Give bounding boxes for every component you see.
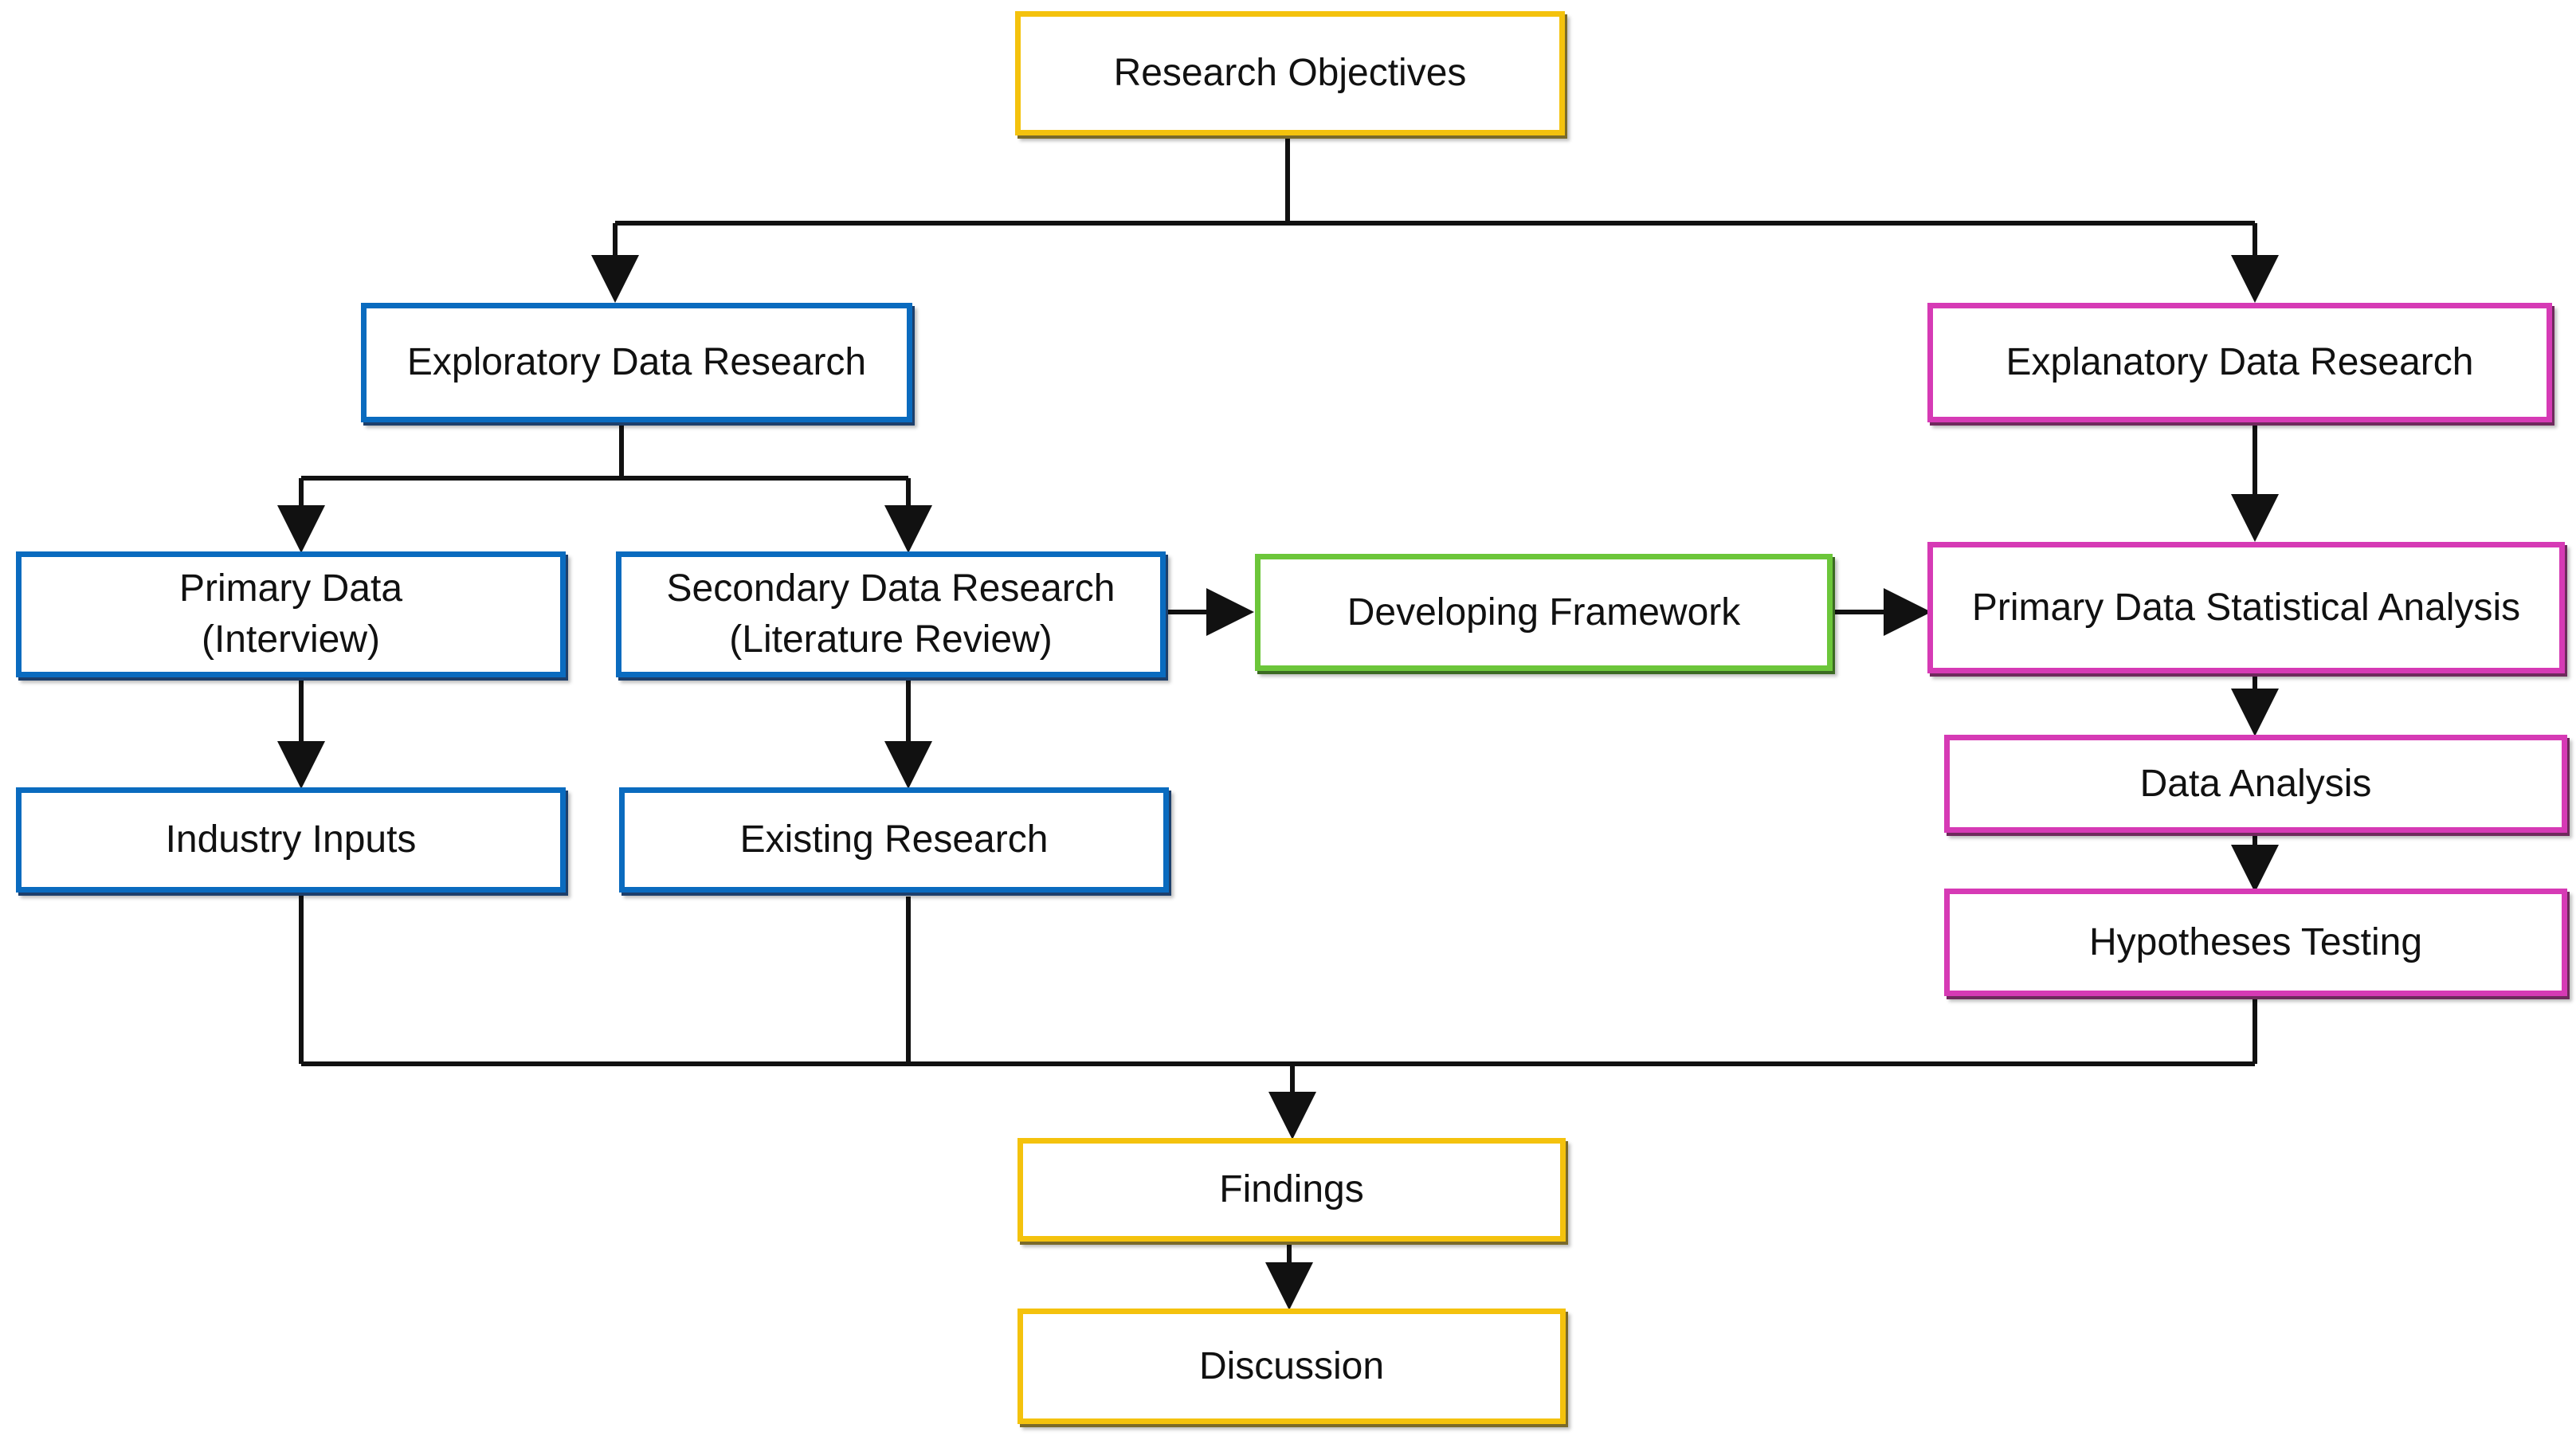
- node-data-analysis: Data Analysis: [1944, 735, 2567, 833]
- node-discussion: Discussion: [1017, 1309, 1566, 1424]
- node-label: Explanatory Data Research: [2006, 341, 2474, 383]
- node-hypotheses-testing: Hypotheses Testing: [1944, 889, 2567, 996]
- node-primary-data: Primary Data (Interview): [16, 551, 566, 677]
- node-label: Developing Framework: [1347, 591, 1741, 634]
- node-label-line-1: Secondary Data Research: [666, 567, 1115, 610]
- node-label: Discussion: [1198, 1344, 1385, 1387]
- node-label: Existing Research: [739, 818, 1049, 861]
- node-existing-research: Existing Research: [619, 787, 1169, 893]
- node-label: Exploratory Data Research: [406, 341, 867, 383]
- node-developing-framework: Developing Framework: [1255, 554, 1833, 671]
- node-label: Hypotheses Testing: [2088, 920, 2423, 963]
- node-label: Primary Data Statistical Analysis: [1971, 586, 2521, 629]
- node-industry-inputs: Industry Inputs: [16, 787, 566, 893]
- node-primary-data-statistical-analysis: Primary Data Statistical Analysis: [1927, 542, 2565, 673]
- node-label: Research Objectives: [1113, 52, 1467, 94]
- node-secondary-data-research: Secondary Data Research (Literature Revi…: [616, 551, 1166, 677]
- node-explanatory-data-research: Explanatory Data Research: [1927, 303, 2552, 422]
- node-findings: Findings: [1017, 1138, 1566, 1242]
- node-label-line-1: Primary Data: [178, 567, 403, 610]
- node-research-objectives: Research Objectives: [1015, 11, 1565, 135]
- node-label-line-2: (Interview): [201, 618, 381, 661]
- node-label: Findings: [1219, 1168, 1364, 1210]
- node-label: Data Analysis: [2139, 762, 2372, 805]
- node-label: Industry Inputs: [165, 818, 417, 861]
- node-label-line-2: (Literature Review): [729, 618, 1053, 661]
- node-exploratory-data-research: Exploratory Data Research: [361, 303, 912, 422]
